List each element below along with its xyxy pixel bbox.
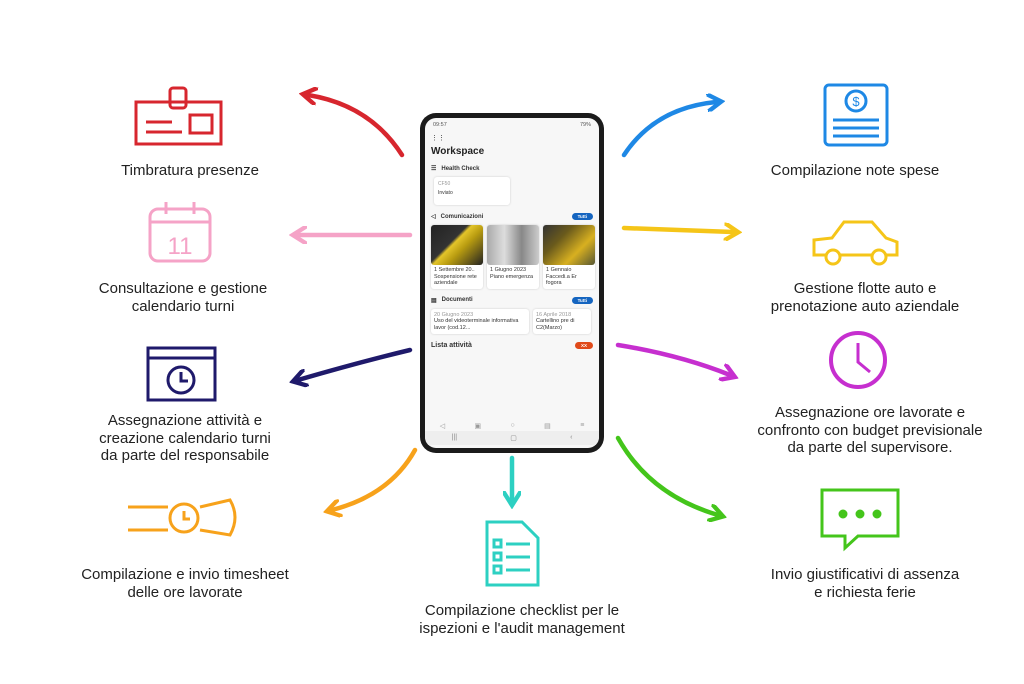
chat-icon <box>820 488 900 552</box>
comms-list: 1 Settembre 20..Sospensione rete azienda… <box>431 225 599 289</box>
section-health-check: ☰ Health Check <box>431 165 593 173</box>
home-button-icon[interactable]: ▢ <box>510 435 517 442</box>
app-nav-bar: ◁ ▣ ○ ▤ ≡ <box>425 422 599 430</box>
section-label: Lista attività <box>431 342 472 349</box>
svg-text:$: $ <box>852 94 860 109</box>
banknote-icon: $ <box>823 83 889 147</box>
label-timbratura: Timbratura presenze <box>121 162 259 179</box>
arrow-blue <box>621 102 716 158</box>
home-icon[interactable]: ○ <box>510 422 515 429</box>
card-code: CF50 <box>438 181 451 187</box>
phone-mockup: 09:57 79% ⋮⋮ Workspace ☰ Health Check CF50… <box>420 113 604 453</box>
document-icon: ▤ <box>431 297 437 304</box>
text: Sospensione rete aziendale <box>434 273 477 287</box>
section-documenti: ▤ Documenti Tutti <box>431 296 593 304</box>
back-icon[interactable]: ‹ <box>570 434 573 441</box>
docs-icon[interactable]: ▤ <box>544 423 551 430</box>
badge-icon <box>134 86 223 146</box>
all-button[interactable]: Tutti <box>571 296 593 304</box>
menu-icon[interactable]: ≡ <box>580 422 585 429</box>
section-label: Health Check <box>441 165 480 172</box>
date: 20 Giugno 2023 <box>434 311 474 318</box>
date: 1 Giugno 2023 <box>490 267 527 273</box>
page-title: Workspace <box>431 146 485 157</box>
phone-screen: 09:57 79% ⋮⋮ Workspace ☰ Health Check CF50… <box>425 118 599 448</box>
comm-card[interactable]: 1 Settembre 20..Sospensione rete azienda… <box>431 225 483 289</box>
arrow-magenta <box>615 342 730 375</box>
all-button[interactable]: Tutti <box>571 213 593 220</box>
list-icon: ☰ <box>431 166 437 172</box>
apps-grid-icon[interactable]: ⋮⋮ <box>431 135 445 142</box>
arrow-green <box>615 435 718 515</box>
date: 1 Gennaio <box>546 267 572 273</box>
date: 1 Settembre 20.. <box>434 267 475 273</box>
text: Piano emergenza <box>490 273 534 280</box>
megaphone-icon: ◁ <box>431 214 436 220</box>
clock-icon <box>829 331 887 389</box>
car-icon <box>812 220 899 266</box>
recents-icon[interactable]: ||| <box>451 434 458 441</box>
text: Cartellino pre di C2(Marzo) <box>536 318 575 331</box>
arrow-orange <box>332 447 418 510</box>
section-tasks: Lista attività XX <box>431 342 593 349</box>
arrow-red <box>308 95 405 158</box>
section-label: Documenti <box>441 297 473 303</box>
arrow-navy <box>298 347 413 380</box>
checklist-icon <box>485 520 540 587</box>
system-nav-bar: ||| ▢ ‹ <box>425 431 599 445</box>
label-note-spese: Compilazione note spese <box>770 162 940 179</box>
section-label: Comunicazioni <box>440 213 484 220</box>
date: 16 Aprile 2018 <box>536 311 572 318</box>
calendar-icon: 11 <box>148 202 212 263</box>
text: Uso del videoterminale informativa lavor… <box>434 318 519 331</box>
time: 09:57 <box>433 122 447 128</box>
wristwatch-icon <box>128 498 237 537</box>
battery: 79% <box>579 122 591 128</box>
arrow-yellow <box>621 228 733 232</box>
svg-text:11: 11 <box>168 233 193 260</box>
tasks-badge: XX <box>574 342 593 349</box>
megaphone-icon[interactable]: ◁ <box>439 423 446 430</box>
monitor-clock-icon <box>146 346 217 402</box>
section-comunicazioni: ◁ Comunicazioni Tutti <box>431 213 593 220</box>
document-icon[interactable]: ▣ <box>474 423 482 430</box>
status-bar: 09:57 79% <box>425 118 599 128</box>
card-status: Inviato <box>438 190 453 196</box>
text: Faccedi.a Er fogora <box>546 273 577 287</box>
